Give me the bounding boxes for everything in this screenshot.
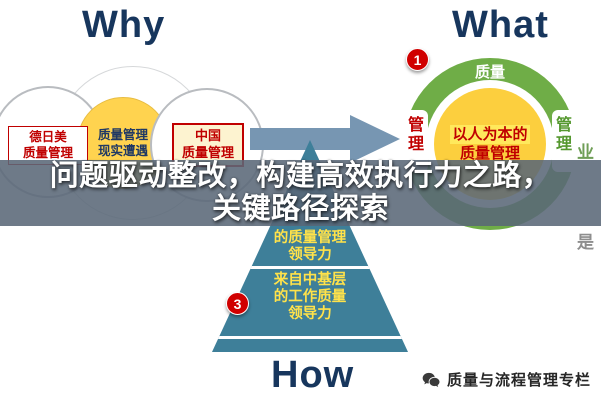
headline-banner: 问题驱动整改，构建高效执行力之路， 关键路径探索	[0, 160, 601, 226]
donut-right-label: 管 理	[555, 117, 572, 153]
side-vertical-char-bottom: 是	[577, 233, 594, 252]
venn-label-right: 中国 质量管理	[172, 123, 244, 167]
donut-core-line2: 质量管理	[459, 145, 520, 162]
venn-label-middle: 质量管理 现实遭遇	[97, 128, 148, 159]
how-title: How	[271, 354, 355, 396]
side-vertical-char-top: 业	[577, 143, 594, 162]
number-badge-3: 3	[226, 292, 249, 315]
banner-line-1: 问题驱动整改，构建高效执行力之路，	[49, 160, 552, 192]
why-title: Why	[82, 4, 166, 46]
footer-brand: 质量与流程管理专栏	[421, 369, 591, 390]
footer-brand-text: 质量与流程管理专栏	[446, 372, 591, 389]
venn-label-left: 德日美 质量管理	[8, 126, 88, 165]
donut-core-line1: 以人为本的	[450, 125, 530, 144]
pyramid-upper-band-label: 的质量管理 领导力	[273, 230, 347, 263]
what-title: What	[452, 4, 549, 46]
pyramid-lower-band-label: 来自中基层 的工作质量 领导力	[273, 272, 347, 322]
arrow-right-shape	[250, 115, 400, 163]
number-badge-1: 1	[406, 48, 429, 71]
donut-left-label: 管 理	[407, 117, 424, 153]
donut-top-label: 质量	[474, 64, 505, 81]
wechat-icon	[422, 372, 440, 387]
banner-line-2: 关键路径探索	[211, 193, 389, 225]
